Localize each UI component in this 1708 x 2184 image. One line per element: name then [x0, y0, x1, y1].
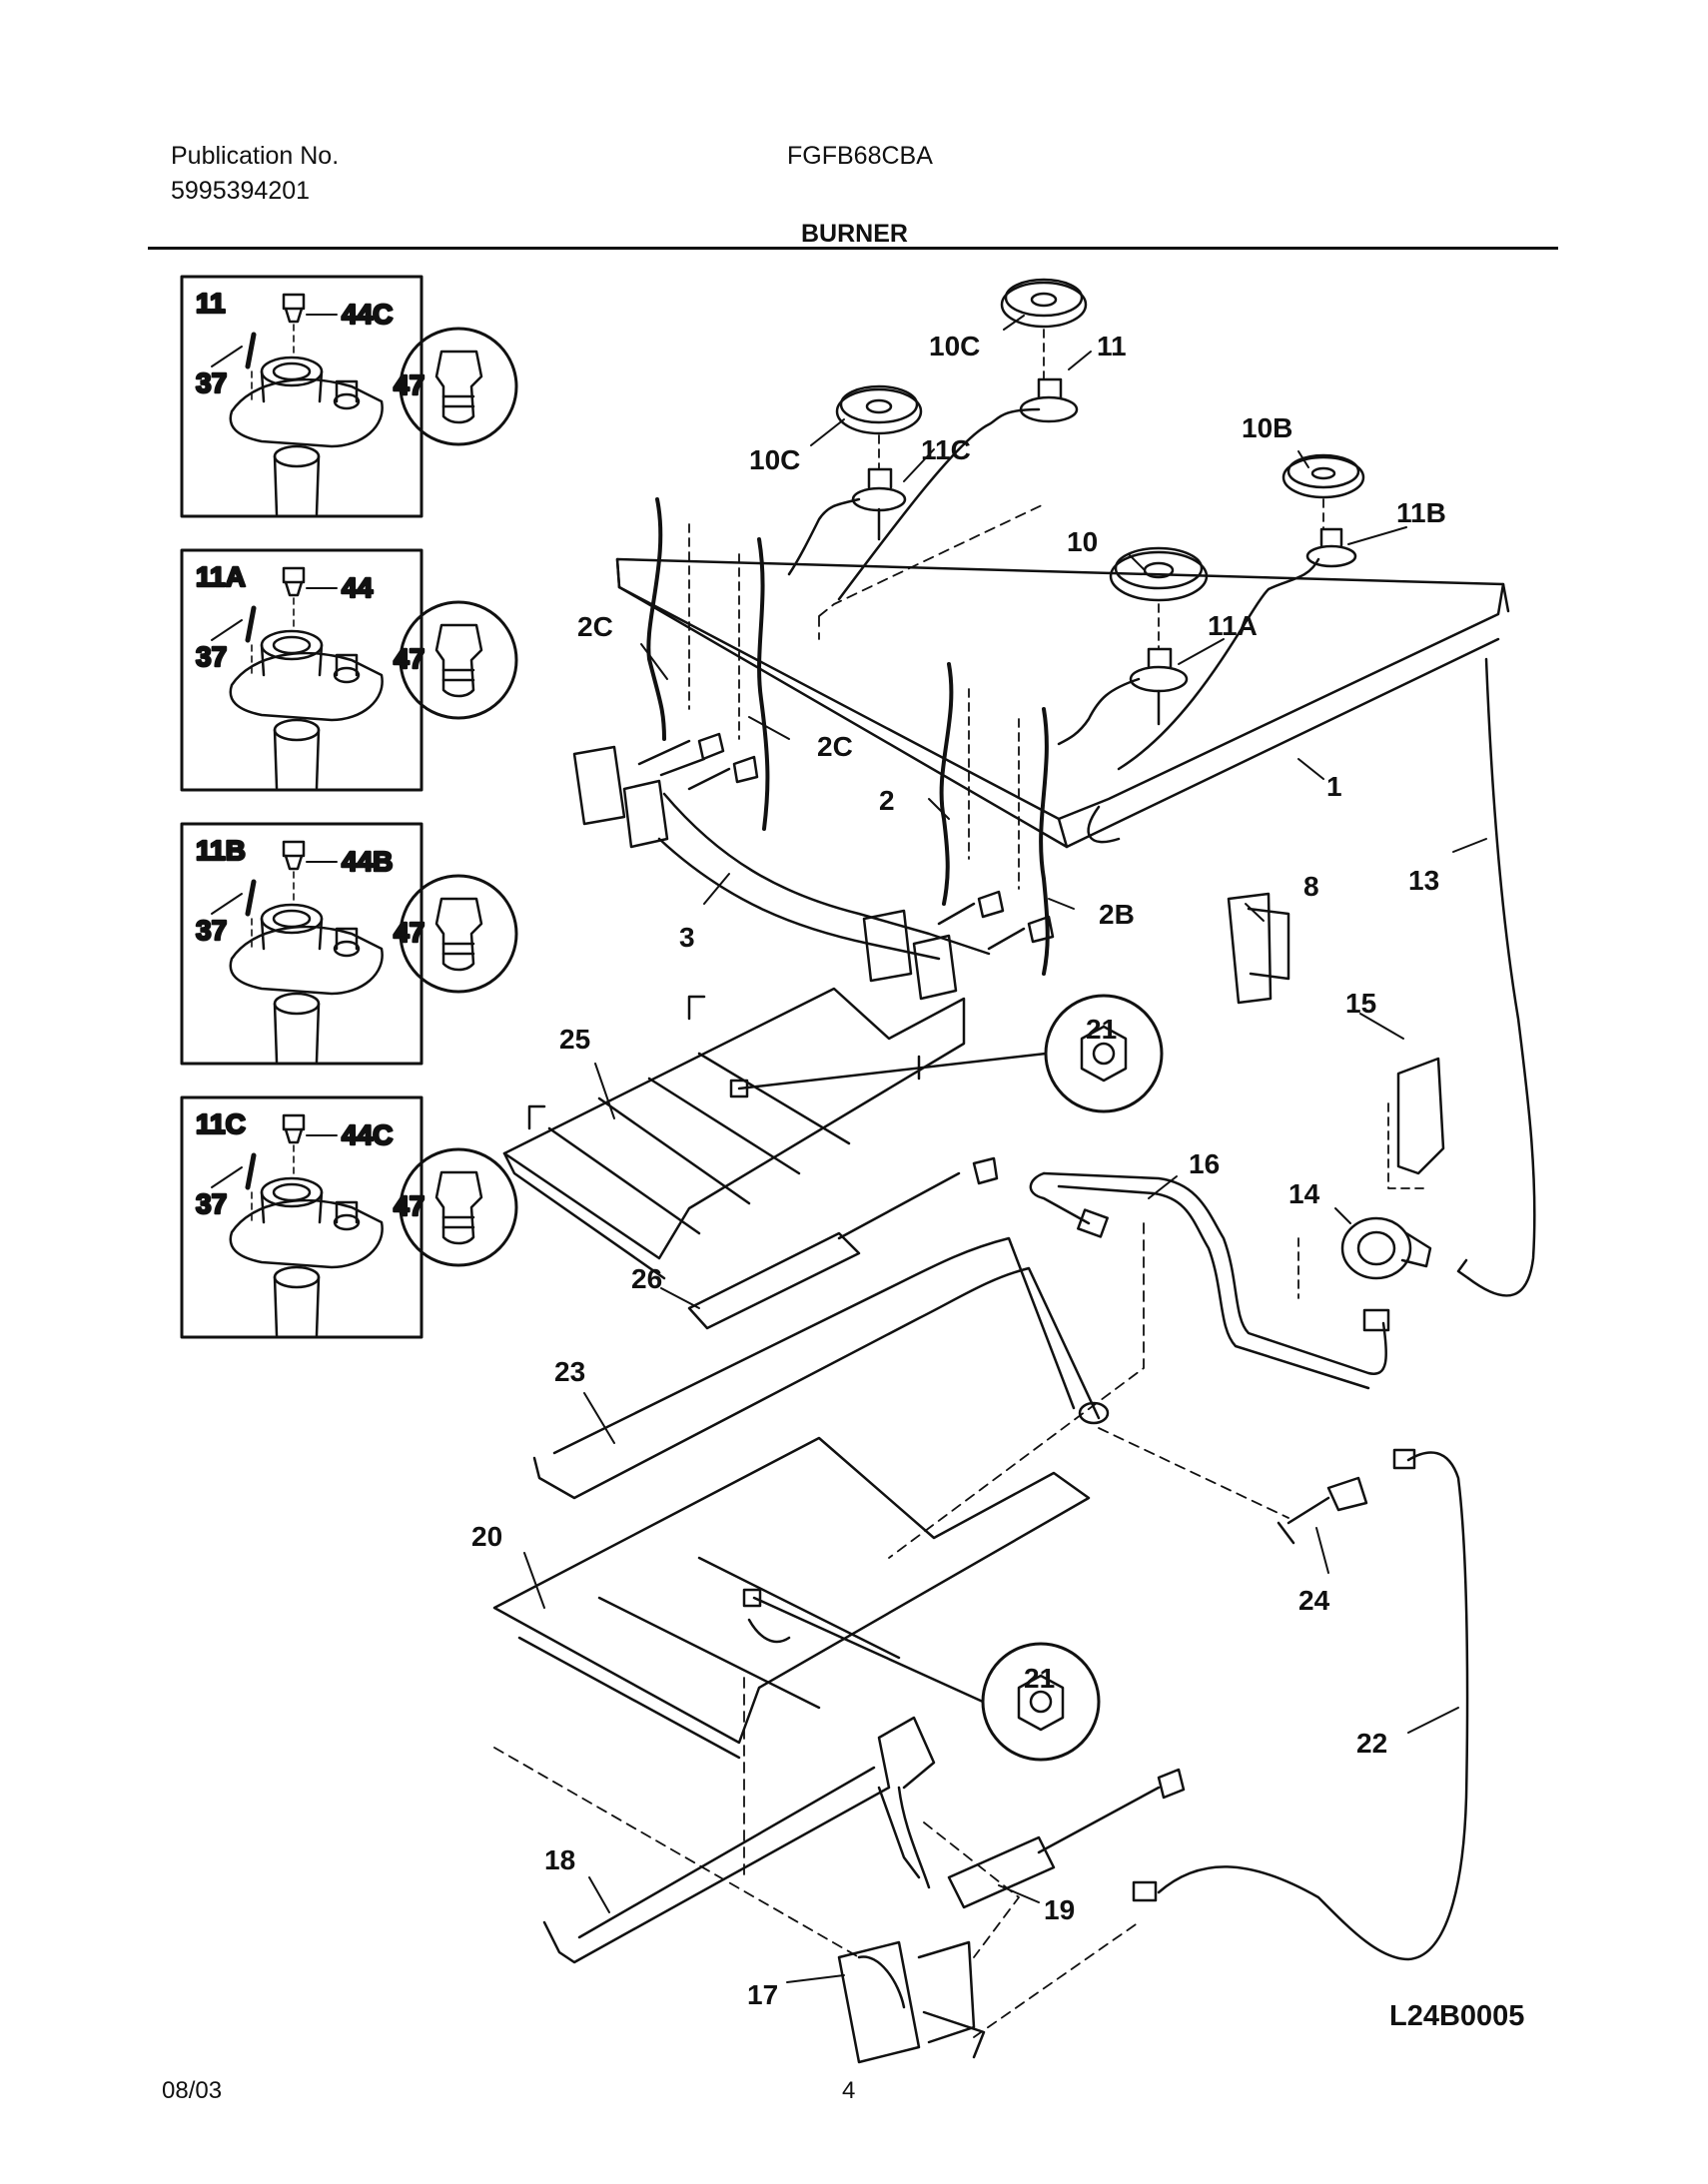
callout-c11b: 11B	[1396, 497, 1446, 528]
callout-c17: 17	[747, 1979, 778, 2010]
inset-magnified-label: 47	[394, 917, 425, 948]
callout-leaders	[523, 315, 1487, 1983]
inset-screw-label: 37	[196, 915, 227, 946]
callout-c1: 1	[1326, 771, 1342, 802]
callout-c10: 10	[1067, 526, 1098, 557]
callout-c3: 3	[679, 922, 695, 953]
callout-c21-top: 21	[1086, 1014, 1117, 1045]
inset-magnified-label: 47	[394, 643, 425, 674]
callout-c8: 8	[1303, 871, 1319, 902]
callout-c24: 24	[1298, 1585, 1330, 1616]
heat-shield-20	[492, 1436, 1091, 1760]
callout-c11-top: 11	[1097, 331, 1127, 362]
inset-1: 11 44C 37 47	[195, 287, 518, 516]
spark-module	[1227, 892, 1290, 1005]
publication-number: 5995394201	[171, 177, 311, 205]
bake-igniter	[947, 1768, 1186, 1909]
header-rule	[148, 247, 1558, 250]
inset-title: 11A	[196, 561, 246, 592]
inset-magnified-label: 47	[394, 369, 425, 400]
callout-c19: 19	[1044, 1894, 1075, 1925]
callout-c2b: 2B	[1099, 899, 1135, 930]
publication-label: Publication No.	[171, 142, 340, 170]
inset-orifice-label: 44B	[342, 846, 393, 877]
pressure-regulator	[1297, 1057, 1445, 1299]
callout-c2c-left: 2C	[577, 611, 613, 642]
inset-screw-label: 37	[196, 1188, 227, 1219]
burner-tube-16	[1029, 1171, 1390, 1390]
burner-bases	[787, 329, 1357, 771]
callout-c10c-mid: 10C	[749, 444, 800, 475]
callout-c18: 18	[544, 1844, 575, 1875]
assembly-dashed-lines	[493, 503, 1289, 2038]
callout-c11c: 11C	[921, 434, 971, 465]
valve-bracket	[572, 745, 991, 1001]
callout-c26: 26	[631, 1263, 662, 1294]
callout-c16: 16	[1189, 1148, 1220, 1179]
inset-4: 11C 44C 37 47	[195, 1107, 518, 1337]
inset-frames	[180, 275, 424, 1339]
inset-2: 11A 44 37 47	[195, 560, 518, 790]
callout-c13: 13	[1408, 865, 1439, 896]
broil-burner	[532, 1236, 1110, 1500]
oven-valve	[837, 1940, 986, 2064]
drawing-code: L24B0005	[1389, 2000, 1525, 2032]
orifice-fitting	[1277, 1476, 1368, 1545]
inset-3: 11B 44B 37 47	[195, 834, 518, 1064]
valves-and-wires	[637, 497, 1055, 976]
page-number: 4	[842, 2077, 856, 2104]
inset-orifice-label: 44C	[342, 299, 393, 330]
inset-valve-drawings: 11 44C 37 47 11A 44 37 47 11B 44B 37 47 11C 44C 37 47	[195, 287, 518, 1337]
inset-title: 11B	[196, 835, 246, 866]
inset-orifice-label: 44C	[342, 1119, 393, 1150]
footer-date: 08/03	[162, 2077, 223, 2104]
callout-c22: 22	[1356, 1728, 1387, 1759]
inset-screw-label: 37	[196, 367, 227, 398]
bake-burner	[542, 1716, 936, 1964]
burner-tube-22	[1132, 1448, 1469, 1961]
callout-c15: 15	[1345, 988, 1376, 1019]
locknut-circles	[729, 994, 1164, 1762]
callout-c20: 20	[471, 1521, 502, 1552]
inset-title: 11C	[196, 1108, 246, 1139]
broil-igniter	[687, 1156, 999, 1330]
callout-c10b: 10B	[1242, 412, 1292, 443]
callout-c11a: 11A	[1208, 610, 1258, 641]
inset-magnified-label: 47	[394, 1190, 425, 1221]
callout-c21-bottom: 21	[1024, 1663, 1055, 1694]
callout-c25: 25	[559, 1024, 590, 1055]
model-number: FGFB68CBA	[787, 142, 933, 170]
inset-screw-label: 37	[196, 641, 227, 672]
callout-labels: 10C 11 10C 11C 10B 11B 10 11A 2C 2C 1 2 2B 3 8 13 15 25 21…	[471, 331, 1446, 2010]
callout-c14: 14	[1288, 1178, 1320, 1209]
inset-orifice-label: 44	[342, 572, 374, 603]
section-title: BURNER	[801, 220, 908, 248]
callout-c2c-right: 2C	[817, 731, 853, 762]
callout-c23: 23	[554, 1356, 585, 1387]
burner-heads	[835, 278, 1365, 602]
callout-c2: 2	[879, 785, 895, 816]
callout-c10c-top: 10C	[929, 331, 980, 362]
burner-tube-13	[1456, 657, 1536, 1297]
inset-title: 11	[196, 288, 226, 319]
manifold-frame	[615, 557, 1510, 849]
